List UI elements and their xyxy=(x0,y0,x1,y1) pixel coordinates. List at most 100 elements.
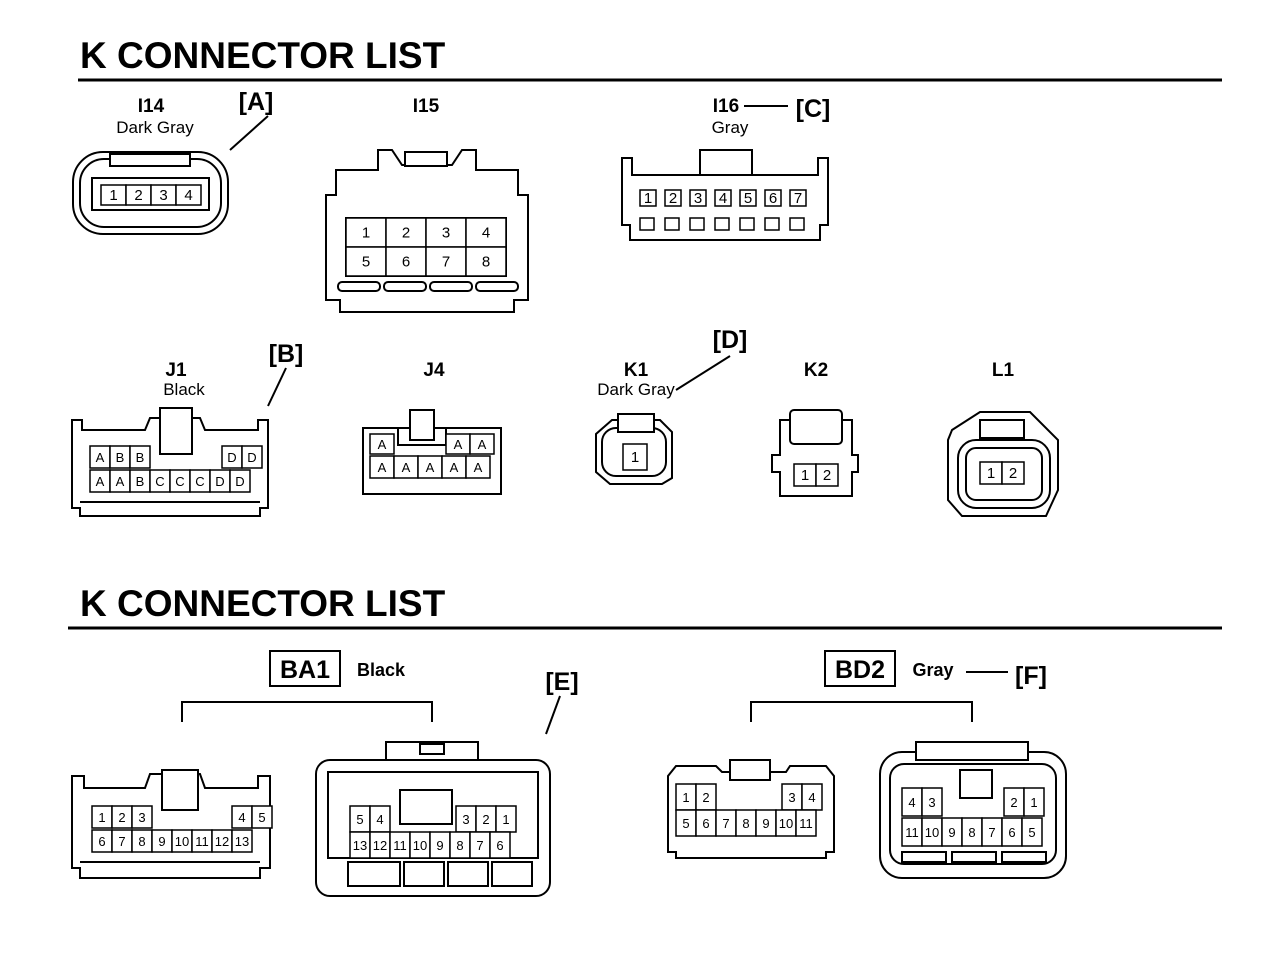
i15-pin-cell xyxy=(345,217,387,248)
section-title-top: K CONNECTOR LIST xyxy=(80,35,446,76)
ba1-pin-label: 11 xyxy=(393,838,407,853)
l1-latch xyxy=(979,419,1025,439)
ba1-pin-label: 11 xyxy=(195,834,209,849)
ba1-pin-label: 12 xyxy=(373,838,387,853)
j1-pin-label: C xyxy=(175,474,184,489)
i15-pin-label: 3 xyxy=(442,225,450,242)
bd2-pin-label: 5 xyxy=(1028,825,1035,840)
i14-tag: [A] xyxy=(239,88,274,116)
ba1-leader xyxy=(545,695,561,735)
ba1-pin-label: 5 xyxy=(258,810,265,825)
i15-pin-cell xyxy=(465,246,507,277)
bd2-pin-label: 9 xyxy=(948,825,955,840)
ba1-code-box xyxy=(269,650,341,687)
i14-pin-label: 1 xyxy=(109,187,117,204)
ba1-left-latch xyxy=(161,769,199,811)
i15-pin-label: 1 xyxy=(362,225,370,242)
i16-pin-label: 5 xyxy=(744,190,752,207)
j1-leader xyxy=(267,367,287,407)
i14-pin-label: 3 xyxy=(159,187,167,204)
i16-pin-cell xyxy=(714,189,732,207)
bd2-pin-label: 6 xyxy=(1008,825,1015,840)
j4-pin-cell xyxy=(369,433,395,455)
ba1-pin-label: 6 xyxy=(98,834,105,849)
ba1-pin-label: 5 xyxy=(356,812,363,827)
i16-terminal-slot xyxy=(664,217,680,231)
i15-pin-label: 2 xyxy=(402,225,410,242)
j4-pin-label: A xyxy=(426,460,435,475)
k1-tag: [D] xyxy=(713,326,748,354)
ba1-code: BA1 xyxy=(280,656,330,684)
l1-pin-cell xyxy=(1001,461,1025,485)
i14-pin-label: 4 xyxy=(184,187,192,204)
ba1-right-latch xyxy=(399,789,453,825)
bd2-pin-cell xyxy=(921,787,943,817)
i16-pin-label: 2 xyxy=(669,190,677,207)
ba1-pin-cell xyxy=(231,829,253,853)
i16-pin-label: 1 xyxy=(644,190,652,207)
i16-pin-label: 4 xyxy=(719,190,727,207)
bd2-pin-label: 3 xyxy=(928,795,935,810)
ba1-pin-label: 2 xyxy=(118,810,125,825)
ba1-pin-label: 8 xyxy=(138,834,145,849)
bd2-tag: [F] xyxy=(1015,662,1047,690)
bd2-pin-label: 11 xyxy=(905,825,919,840)
ba1-pin-label: 10 xyxy=(413,838,427,853)
ba1-pin-label: 9 xyxy=(436,838,443,853)
i14-pin-cell xyxy=(175,184,202,206)
i14-color: Dark Gray xyxy=(116,118,194,137)
section-title-bottom: K CONNECTOR LIST xyxy=(80,583,446,624)
j4-pin-label: A xyxy=(402,460,411,475)
bd2-pin-label: 4 xyxy=(808,790,815,805)
j4-pin-label: A xyxy=(454,437,463,452)
i15-pin-label: 5 xyxy=(362,254,370,271)
i14-pin-label: 2 xyxy=(134,187,142,204)
ba1-pin-label: 4 xyxy=(238,810,245,825)
j4-pin-label: A xyxy=(474,460,483,475)
i16-pin-cell xyxy=(764,189,782,207)
i16-terminal-slot xyxy=(789,217,805,231)
j1-pin-label: D xyxy=(227,450,236,465)
k1-code: K1 xyxy=(624,360,649,381)
i16-terminal-slot xyxy=(689,217,705,231)
k2-pin-label: 2 xyxy=(823,467,831,484)
bd2-right-latch xyxy=(959,769,993,799)
i16-pin-cell xyxy=(664,189,682,207)
bd2-pin-label: 8 xyxy=(742,816,749,831)
k1-leader xyxy=(675,355,731,391)
k1-pin-label: 1 xyxy=(631,449,639,466)
i15-pin-label: 7 xyxy=(442,254,450,271)
j4-code: J4 xyxy=(423,360,445,381)
j1-pin-cell xyxy=(229,469,251,493)
ba1-pin-label: 7 xyxy=(118,834,125,849)
ba1-pin-label: 1 xyxy=(98,810,105,825)
k2-latch xyxy=(789,409,843,445)
j1-tag: [B] xyxy=(269,340,304,368)
bd2-pin-label: 8 xyxy=(968,825,975,840)
bd2-pin-label: 3 xyxy=(788,790,795,805)
i16-terminal-slot xyxy=(739,217,755,231)
ba1-pin-label: 3 xyxy=(462,812,469,827)
bd2-pin-label: 9 xyxy=(762,816,769,831)
bd2-pin-label: 4 xyxy=(908,795,915,810)
i14-latch xyxy=(109,153,191,167)
i16-pin-label: 6 xyxy=(769,190,777,207)
i16-terminal-slot xyxy=(639,217,655,231)
bd2-color: Gray xyxy=(912,660,953,680)
j1-pin-label: D xyxy=(215,474,224,489)
j1-pin-label: C xyxy=(195,474,204,489)
j4-pin-label: A xyxy=(378,460,387,475)
j1-pin-label: D xyxy=(247,450,256,465)
i16-color: Gray xyxy=(712,118,749,137)
i15-pin-cell xyxy=(385,246,427,277)
i16-pin-cell xyxy=(739,189,757,207)
connector-k1: K1 Dark Gray [D] 1 xyxy=(595,326,748,485)
bd2-code-box xyxy=(824,650,896,687)
i16-pin-label: 3 xyxy=(694,190,702,207)
